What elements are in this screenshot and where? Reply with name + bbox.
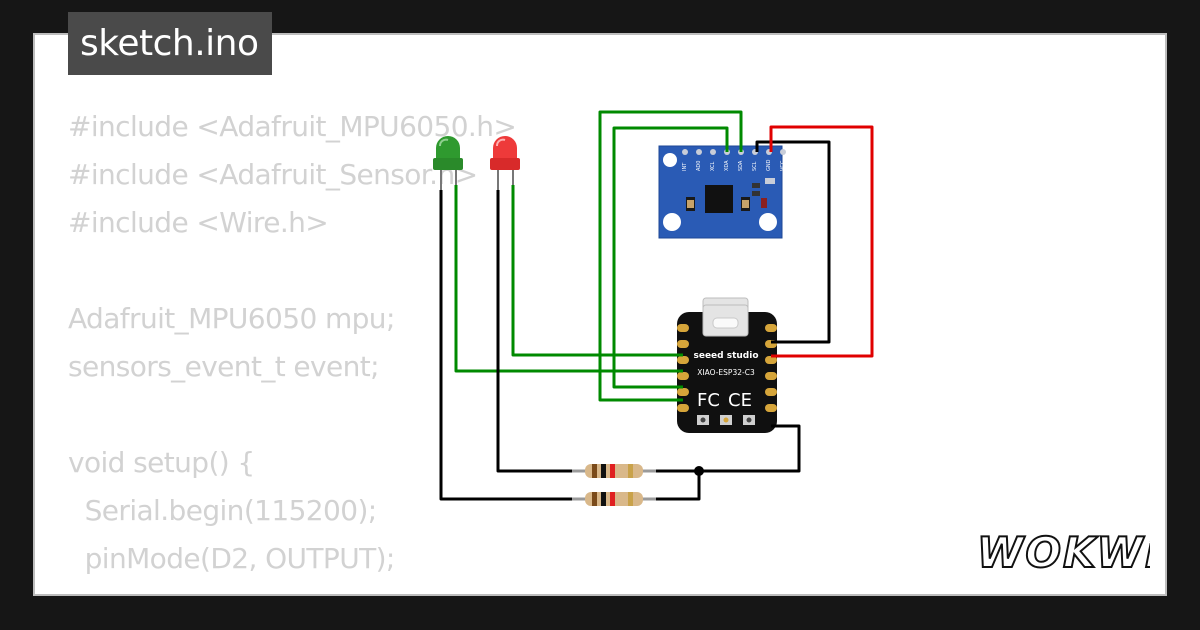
mpu-pin-label: GND	[766, 159, 772, 171]
wire-junction	[694, 466, 704, 476]
board-model: XIAO-ESP32-C3	[697, 368, 755, 377]
code-line: void setup() {	[68, 446, 255, 479]
ce-mark: CE	[728, 390, 752, 411]
green-led[interactable]	[433, 136, 463, 190]
code-line: sensors_event_t event;	[68, 350, 380, 383]
code-line: pinMode(D2, OUTPUT);	[68, 542, 396, 575]
wire-red-led	[511, 185, 683, 357]
code-line: #include <Adafruit_Sensor.h>	[68, 158, 478, 191]
resistor-green-led[interactable]	[572, 492, 656, 506]
wire-red-led-gnd	[496, 190, 585, 473]
file-tab[interactable]: sketch.ino	[68, 12, 273, 75]
mpu-pin-label: INT	[682, 162, 688, 171]
code-editor: #include <Adafruit_MPU6050.h> #include <A…	[68, 103, 517, 594]
wire-sda	[612, 126, 729, 389]
wire-vcc	[769, 125, 874, 358]
wire-scl	[598, 110, 743, 402]
mpu6050-module[interactable]: INT AD0 XCL XDA SDA SCL GND VCC	[658, 145, 786, 239]
mpu-pin-label: SDA	[738, 160, 744, 171]
xiao-esp32c3-board[interactable]: seeed studio XIAO-ESP32-C3 FC CE	[677, 297, 777, 433]
wires	[439, 110, 874, 501]
wire-gnd-mpu	[755, 140, 831, 344]
fcc-mark: FC	[697, 390, 720, 411]
mount-hole	[759, 213, 777, 231]
mpu-pin-label: SCL	[752, 161, 758, 171]
red-led[interactable]	[490, 136, 520, 190]
wire-green-led-gnd	[439, 190, 585, 501]
wire-gnd-rail	[643, 424, 801, 473]
code-line: #include <Wire.h>	[68, 206, 329, 239]
mount-hole	[663, 153, 677, 167]
board-brand: seeed studio	[693, 351, 758, 361]
right-pin-pads	[765, 324, 777, 412]
mpu-pin-label: XCL	[710, 161, 716, 171]
mpu-pin-label: VCC	[780, 160, 786, 171]
code-line: #include <Adafruit_MPU6050.h>	[68, 110, 517, 143]
code-line: Adafruit_MPU6050 mpu;	[68, 302, 395, 335]
code-line: Serial.begin(115200);	[68, 494, 378, 527]
code-line: pinMode(D3, OUTPUT);	[68, 583, 516, 594]
resistor-red-led[interactable]	[572, 464, 656, 478]
wire-green-led	[454, 185, 683, 373]
wokwi-logo: WOKWi	[976, 527, 1150, 577]
wire-green-gnd-join	[643, 471, 701, 501]
mount-hole	[663, 213, 681, 231]
mpu-chip	[705, 185, 733, 213]
left-pin-pads	[677, 324, 689, 412]
mpu-pin-label: XDA	[724, 160, 730, 171]
mpu-pin-label: AD0	[696, 161, 702, 171]
wokwi-logo-text: WOKWi	[977, 528, 1150, 577]
